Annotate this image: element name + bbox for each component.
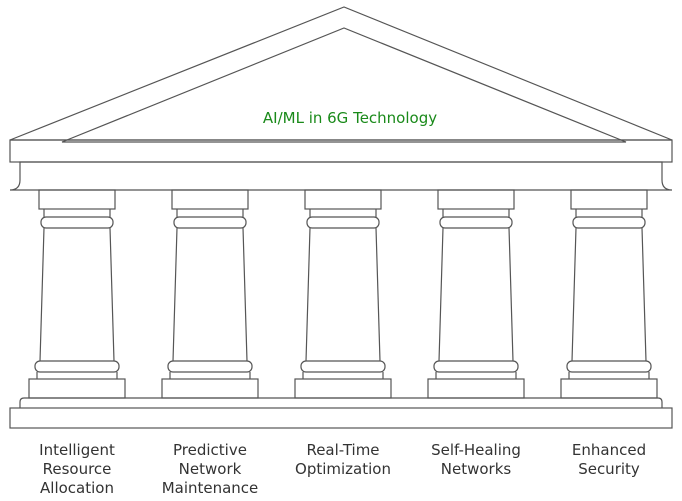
pillars-group <box>28 189 658 399</box>
pillar-shaft <box>172 227 248 362</box>
pillar-3 <box>294 189 392 399</box>
pillar-base-ring <box>300 360 386 373</box>
pillar-shaft <box>438 227 514 362</box>
entablature <box>9 161 673 191</box>
pillar-capital-ring <box>439 216 513 229</box>
pillar-label-line: Enhanced <box>572 441 646 459</box>
pillar-base-ring <box>433 360 519 373</box>
base-top-step <box>19 397 663 408</box>
pillar-label-line: Self-Healing <box>431 441 521 459</box>
base-slab <box>9 407 673 429</box>
pillar-2 <box>161 189 259 399</box>
pillar-label-line: Security <box>578 460 640 478</box>
pillar-shaft <box>571 227 647 362</box>
pillar-label-line: Optimization <box>295 460 391 478</box>
pillar-5 <box>560 189 658 399</box>
pillar-base-ring <box>566 360 652 373</box>
pillar-label-line: Real-Time <box>306 441 379 459</box>
roof-inner-triangle <box>61 27 627 143</box>
base-group <box>9 397 673 429</box>
pillar-plinth <box>560 378 658 399</box>
pillar-label-line: Networks <box>441 460 512 478</box>
pillar-label-line: Network <box>179 460 242 478</box>
pillar-plinth <box>294 378 392 399</box>
pillar-capital <box>304 189 382 210</box>
pillar-4 <box>427 189 525 399</box>
pillar-plinth <box>161 378 259 399</box>
pillar-shaft <box>305 227 381 362</box>
pillar-label-line: Predictive <box>173 441 247 459</box>
pillar-capital <box>171 189 249 210</box>
pillar-capital <box>38 189 116 210</box>
pillar-capital-ring <box>572 216 646 229</box>
pillar-label-line: Intelligent <box>39 441 115 459</box>
pillar-capital <box>570 189 648 210</box>
pillar-label-line: Maintenance <box>162 479 259 497</box>
temple-title: AI/ML in 6G Technology <box>263 109 437 127</box>
pillar-1 <box>28 189 126 399</box>
pillar-base-ring <box>167 360 253 373</box>
pillar-capital-ring <box>306 216 380 229</box>
pillar-shaft <box>39 227 115 362</box>
pillar-base-ring <box>34 360 120 373</box>
pillar-capital-ring <box>173 216 247 229</box>
pillar-capital-ring <box>40 216 114 229</box>
pillar-label-line: Allocation <box>40 479 114 497</box>
pillar-plinth <box>28 378 126 399</box>
roof-base <box>9 139 673 163</box>
pillar-capital <box>437 189 515 210</box>
pillar-label-line: Resource <box>43 460 112 478</box>
pillar-plinth <box>427 378 525 399</box>
